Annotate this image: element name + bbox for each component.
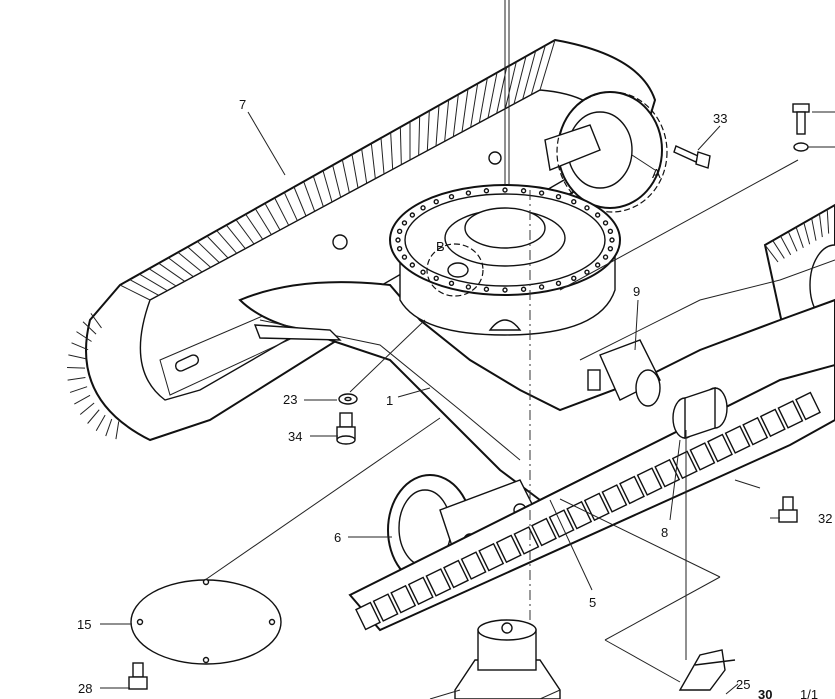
callout-34: 34: [288, 429, 302, 444]
callout-23: 23: [283, 392, 297, 407]
page-indicator: 1/1: [800, 687, 818, 699]
track-roller: [672, 387, 728, 439]
travel-motor: [587, 339, 661, 407]
right-track-grousers: [764, 205, 835, 263]
bolt-32: [778, 496, 798, 523]
leader-lines: [100, 111, 835, 699]
detail-b-label: B: [436, 239, 445, 254]
callout-15: 15: [77, 617, 91, 632]
sprocket-detail-a: [544, 91, 668, 213]
callout-8: 8: [661, 525, 668, 540]
lower-track-chain: [348, 363, 835, 632]
bolt-28: [128, 662, 148, 690]
swivel-joint: [454, 619, 561, 699]
washer-23: [338, 393, 358, 405]
mounting-bracket: [678, 649, 736, 691]
callout-25: 25: [736, 677, 750, 692]
callout-33: 33: [713, 111, 727, 126]
callout-28: 28: [78, 681, 92, 696]
swing-bearing-bolts: [395, 187, 615, 293]
cover-plate: [130, 578, 282, 665]
callout-32: 32: [818, 511, 832, 526]
detail-a-label: A: [652, 166, 661, 181]
carbody-frame: [238, 259, 835, 502]
left-track-assembly: [67, 38, 657, 442]
callout-1: 1: [386, 393, 393, 408]
bolt-33: [673, 145, 711, 169]
callout-5: 5: [589, 595, 596, 610]
callout-6: 6: [334, 530, 341, 545]
bolt-34: [336, 412, 356, 445]
callout-9: 9: [633, 284, 640, 299]
bolt-top-right: [792, 103, 810, 152]
callout-30: 30: [758, 687, 772, 699]
callout-7: 7: [239, 97, 246, 112]
swing-bearing: [389, 184, 621, 336]
track-grousers: [67, 39, 556, 440]
track-chain-links: [355, 391, 821, 631]
